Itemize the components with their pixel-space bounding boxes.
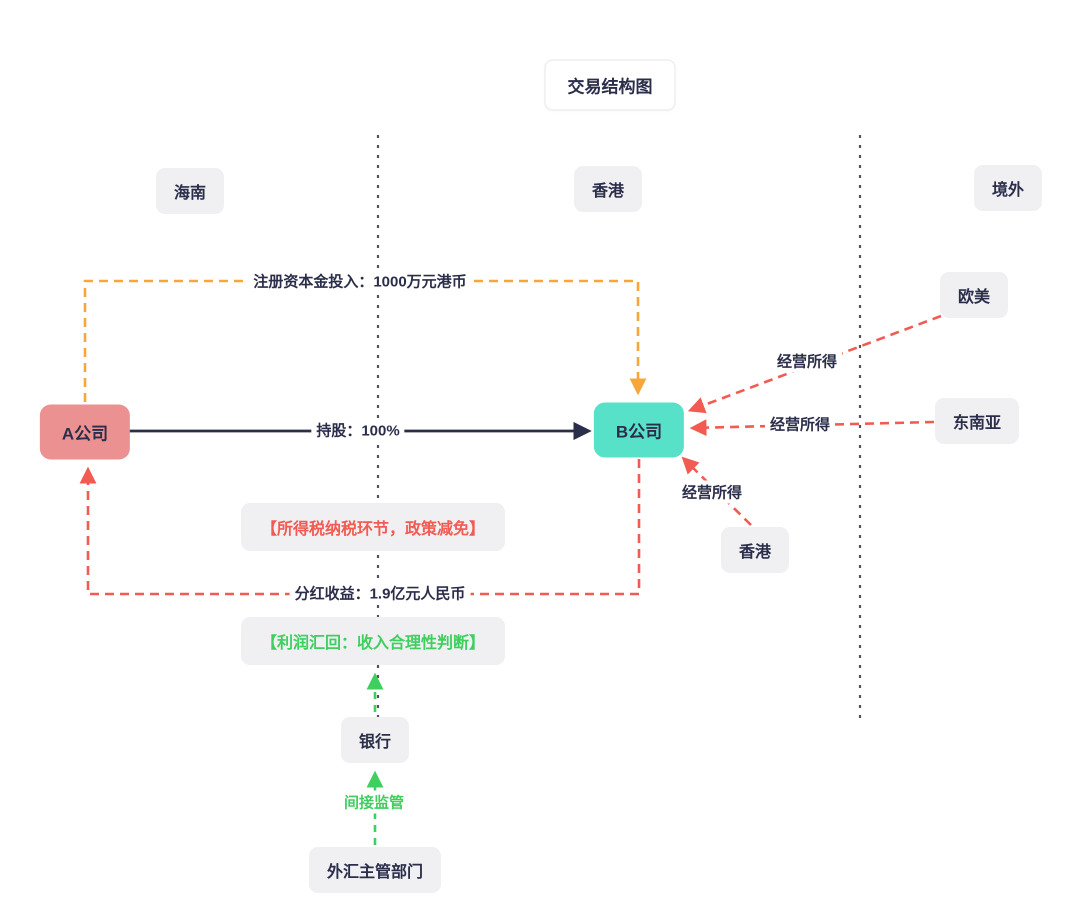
node-bank[interactable]: 银行 [340,717,410,763]
edge-label-dividend: 分红收益：1.9亿元人民币 [289,581,471,605]
diagram-title: 交易结构图 [544,59,676,111]
edge-label-capital-injection: 注册资本金投入：1000万元港币 [248,269,472,293]
region-label-hainan: 海南 [155,168,225,214]
node-southeast-asia[interactable]: 东南亚 [934,398,1020,444]
edge-label-operating-income-1: 经营所得 [771,349,843,373]
node-europe-america[interactable]: 欧美 [939,272,1009,318]
node-company-a[interactable]: A公司 [39,404,131,460]
edge-label-operating-income-3: 经营所得 [676,480,748,504]
region-label-jingwai: 境外 [973,165,1043,211]
node-company-b[interactable]: B公司 [593,402,685,458]
edge-label-indirect-supervision: 间接监管 [338,790,410,814]
edge-label-operating-income-2: 经营所得 [764,412,836,436]
region-label-hongkong: 香港 [573,166,643,212]
node-hongkong-source[interactable]: 香港 [720,527,790,573]
edge-label-shareholding: 持股：100% [311,418,405,442]
node-forex-authority[interactable]: 外汇主管部门 [308,847,442,893]
note-profit-repatriation: 【利润汇回：收入合理性判断】 [240,617,506,665]
note-tax-stage: 【所得税纳税环节，政策减免】 [240,503,506,551]
edge-capital-injection [83,279,647,402]
